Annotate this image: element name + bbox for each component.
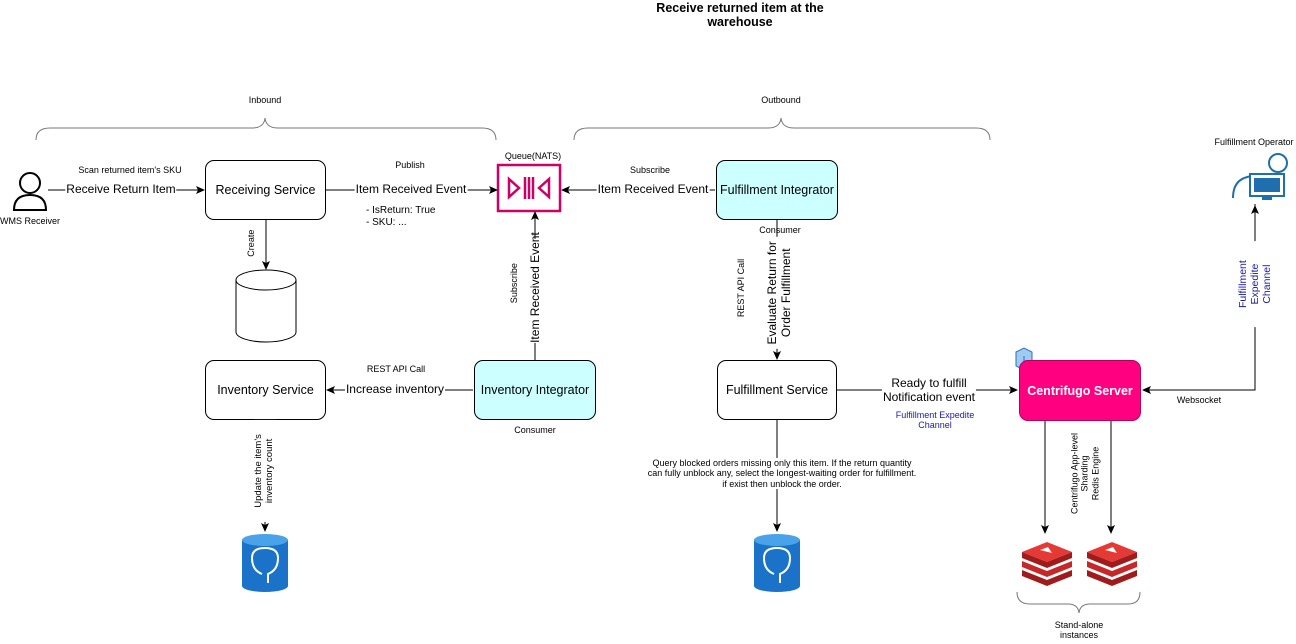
expedite-channel-line-1: Fulfillment Expedite bbox=[895, 410, 975, 420]
inventory-service-label: Inventory Service bbox=[217, 383, 314, 397]
redis-icon-2 bbox=[1087, 542, 1137, 586]
postgres-icon-fulfillment bbox=[754, 534, 800, 592]
standalone-line-2: instances bbox=[1059, 630, 1099, 641]
operator-icon bbox=[1232, 153, 1288, 200]
query-text-line-3: if exist then unblock the order. bbox=[722, 478, 842, 489]
outbound-brace bbox=[573, 117, 991, 141]
subscribe-label-fulfillment: Subscribe bbox=[629, 165, 671, 175]
expedite-channel-label: Fulfillment Expedite Channel bbox=[896, 410, 975, 431]
queue-label: Queue(NATS) bbox=[504, 151, 562, 161]
redis-icon-1 bbox=[1022, 542, 1072, 586]
centrifugo-sharding-line-2: Sharding bbox=[1079, 455, 1090, 492]
expedite-vertical-line-2: Expedite bbox=[1248, 263, 1261, 305]
event-attribute-isreturn: - IsReturn: True bbox=[366, 205, 436, 216]
evaluate-return-line-2: Order Fulfillment bbox=[779, 248, 793, 338]
ready-to-fulfill-line-1: Ready to fulfill bbox=[891, 376, 967, 390]
consumer-label-inventory: Consumer bbox=[514, 425, 556, 435]
fulfillment-integrator-label: Fulfillment Integrator bbox=[720, 183, 834, 197]
fulfillment-operator-label: Fulfillment Operator bbox=[1214, 137, 1294, 147]
receiving-service-box[interactable]: Receiving Service bbox=[205, 160, 326, 220]
queue-nats-icon bbox=[496, 163, 562, 213]
expedite-channel-line-2: Channel bbox=[918, 420, 952, 431]
inventory-integrator-box[interactable]: Inventory Integrator bbox=[474, 360, 596, 420]
receiving-service-label: Receiving Service bbox=[215, 183, 316, 197]
increase-inventory-label: Increase inventory bbox=[344, 382, 446, 397]
fulfillment-service-box[interactable]: Fulfillment Service bbox=[717, 360, 837, 420]
update-inventory-label: Update the item's inventory count bbox=[253, 419, 276, 522]
item-received-event-label-fulfillment: Item Received Event bbox=[596, 182, 710, 197]
standalone-instances-label: Stand-alone instances bbox=[1055, 620, 1104, 641]
query-text-line-2: can fully unblock any, select the longes… bbox=[647, 468, 917, 479]
subscribe-label-inventory: Subscribe bbox=[508, 263, 519, 304]
ready-to-fulfill-line-2: Notification event bbox=[882, 389, 976, 404]
query-blocked-orders-text: Query blocked orders missing only this i… bbox=[645, 458, 919, 490]
inbound-label: Inbound bbox=[248, 95, 282, 105]
receiving-database bbox=[235, 269, 297, 343]
wms-receiver-icon bbox=[12, 172, 48, 211]
standalone-brace bbox=[1016, 591, 1141, 614]
query-text-line-1: Query blocked orders missing only this i… bbox=[652, 458, 912, 468]
wms-receiver-label: WMS Receiver bbox=[0, 216, 61, 226]
item-received-event-label-publish: Item Received Event bbox=[354, 182, 468, 197]
rest-api-call-label-inventory: REST API Call bbox=[366, 364, 426, 374]
expedite-vertical-line-1: Fulfillment bbox=[1236, 260, 1249, 309]
create-label: Create bbox=[245, 228, 257, 259]
inventory-service-box[interactable]: Inventory Service bbox=[205, 360, 326, 420]
centrifugo-sharding-label: Centrifugo App-level Sharding Redis Engi… bbox=[1069, 426, 1100, 522]
outbound-label: Outbound bbox=[761, 95, 801, 105]
event-attribute-sku: - SKU: ... bbox=[366, 217, 407, 228]
title-line-1: Receive returned item at the bbox=[656, 1, 824, 15]
ready-to-fulfill-label: Ready to fulfill Notification event bbox=[881, 376, 977, 405]
centrifugo-sharding-line-3: Redis Engine bbox=[1090, 446, 1101, 501]
centrifugo-server-label: Centrifugo Server bbox=[1027, 383, 1133, 398]
evaluate-return-label: Evaluate Return for Order Fulfillment bbox=[765, 236, 794, 349]
diagram-title: Receive returned item at the warehouse bbox=[656, 1, 823, 30]
centrifugo-server-box[interactable]: Centrifugo Server bbox=[1019, 360, 1141, 421]
standalone-line-1: Stand-alone bbox=[1054, 620, 1104, 630]
inventory-integrator-label: Inventory Integrator bbox=[480, 383, 590, 397]
expedite-vertical-line-3: Channel bbox=[1261, 264, 1274, 304]
update-inventory-line-2: inventory count bbox=[264, 438, 275, 504]
scan-label: Scan returned item's SKU bbox=[78, 165, 182, 175]
fulfillment-integrator-box[interactable]: Fulfillment Integrator bbox=[716, 160, 838, 220]
consumer-label-fulfillment: Consumer bbox=[759, 225, 801, 235]
receive-return-item-label: Receive Return Item bbox=[65, 182, 177, 197]
websocket-label: Websocket bbox=[1176, 395, 1222, 405]
fulfillment-service-label: Fulfillment Service bbox=[725, 383, 829, 397]
postgres-icon-inventory bbox=[242, 534, 288, 592]
expedite-vertical-label: Fulfillment Expedite Channel bbox=[1236, 241, 1274, 328]
evaluate-return-line-1: Evaluate Return for bbox=[765, 241, 780, 345]
item-received-event-label-inventory: Item Received Event bbox=[528, 232, 543, 343]
centrifugo-sharding-line-1: Centrifugo App-level bbox=[1069, 432, 1080, 515]
publish-label: Publish bbox=[395, 160, 425, 170]
inbound-brace bbox=[35, 117, 497, 141]
rest-api-call-label-fulfillment: REST API Call bbox=[735, 258, 746, 318]
title-line-2: warehouse bbox=[707, 15, 773, 30]
